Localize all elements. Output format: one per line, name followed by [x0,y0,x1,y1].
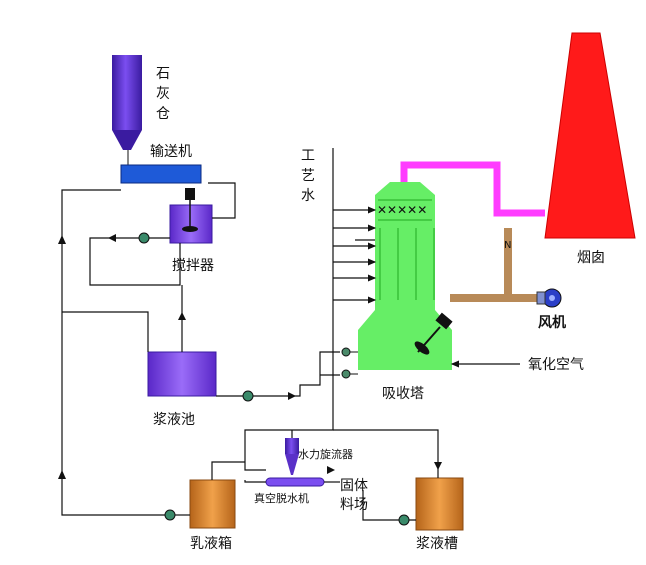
svg-text:✕✕✕✕✕: ✕✕✕✕✕ [377,203,427,217]
vacuum-dewatering-belt [265,477,325,487]
flow-arrows [58,234,442,479]
slurry-pool [147,351,217,397]
clean-flue-duct [400,161,545,217]
svg-text:仓: 仓 [156,106,170,122]
damper-mark: N [504,240,511,251]
milk-tank [189,479,236,529]
svg-text:艺: 艺 [301,168,315,184]
conveyor [120,164,202,184]
absorber-tower: ✕✕✕✕✕ [358,182,452,370]
svg-text:灰: 灰 [156,86,170,102]
svg-text:水: 水 [301,188,315,204]
lime-silo [112,55,142,150]
hydrocyclone [285,438,299,475]
mixer-label: 搅拌器 [172,258,214,274]
absorber-label: 吸收塔 [382,386,424,402]
raw-flue-duct [450,228,512,302]
pump-icons [138,232,410,526]
fan-label: 风机 [538,314,566,331]
solids-yard-label: 固体 [340,478,368,494]
recirculation-pump-icon [341,347,358,379]
chimney-label: 烟囱 [577,250,605,266]
oxidation-air-label: 氧化空气 [528,357,584,373]
conveyor-label: 输送机 [150,144,192,160]
hydrocyclone-label: 水力旋流器 [298,447,353,461]
slurry-tank-label: 浆液槽 [416,536,458,552]
lime-silo-label: 石 [156,66,170,82]
fan-icon [536,288,562,308]
slurry-tank [415,477,464,531]
absorber-agitator-icon [414,312,453,355]
milk-tank-label: 乳液箱 [190,536,232,552]
spray-headers [333,206,377,304]
chimney [544,32,636,239]
svg-text:料场: 料场 [340,497,368,513]
vacuum-dewatering-label: 真空脱水机 [254,491,309,505]
mixer-tank [169,188,213,244]
process-water-label: 工 [301,148,315,164]
slurry-pool-label: 浆液池 [153,412,195,428]
